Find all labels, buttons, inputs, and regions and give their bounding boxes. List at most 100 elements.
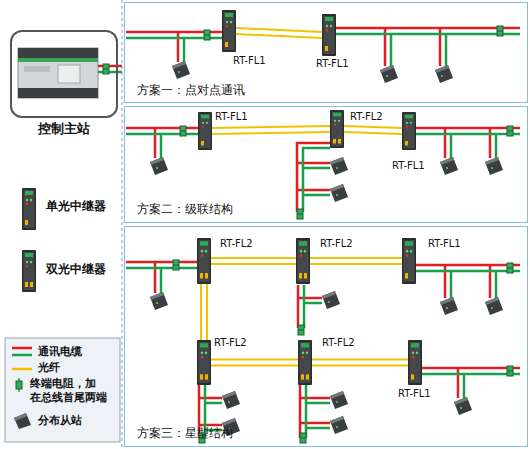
slave-symbol [454,397,472,415]
cable-green [126,268,520,438]
cable-green [126,134,520,212]
resistor-symbol [300,433,306,443]
slave-symbol [330,157,348,175]
repeater-led [406,125,408,127]
legend-sample [12,412,32,430]
repeater-body [197,340,211,385]
slave-body [14,413,31,429]
repeater-icon [296,238,310,284]
repeater-terminal [405,115,413,119]
repeater-icon [198,112,212,150]
resistor-symbol [180,126,186,136]
fiber-connector [344,126,402,134]
fiber-port [405,141,408,146]
repeater-icon [197,340,211,385]
fiber-port [25,220,28,225]
repeater-led [226,25,228,27]
legend-sample-svg [12,346,32,358]
repeater-device: RT-FL1 [198,112,212,150]
fiber-port [205,374,208,379]
repeater-led [338,120,340,122]
cable-red [126,128,520,212]
repeater-face [300,342,311,383]
repeater-terminal [200,241,208,245]
legend-sample-svg [12,366,32,372]
device-label: RT-FL1 [233,55,266,67]
repeater-terminal [225,13,233,17]
legend-text: 双光中继器 [46,262,106,278]
repeater-face [298,240,309,282]
fiber-line [12,368,32,371]
repeater-icon [330,110,344,148]
repeater-body [296,238,310,284]
repeater-device: RT-FL2 [330,110,344,148]
fiber-port [299,273,302,278]
fiber-connector [312,360,408,366]
repeater-face [410,342,421,383]
repeater-face [404,240,415,282]
resistor-symbol [173,260,179,270]
scheme-caption: 方案二：级联结构 [137,203,233,217]
resistor-symbol [298,325,304,335]
fiber-port [304,273,307,278]
repeater-icon [408,340,422,385]
fiber-port [405,273,408,278]
repeater-led [330,25,332,27]
plc-label-area [24,66,50,72]
slave-symbol [150,292,168,310]
resistor-body [16,381,22,389]
repeater-led [412,356,414,359]
scheme-panel: 方案二：级联结构RT-FL1RT-FL2RT-FL1 [124,106,528,223]
fiber-port [333,139,336,144]
repeater-led [300,250,302,253]
resistor-symbol [507,126,513,136]
slave-symbol [322,291,340,309]
fiber-port [25,282,28,287]
master-station-box: 控制主站 [10,30,118,118]
repeater-led [406,122,408,124]
fiber-port [301,374,304,379]
cable-red [12,347,32,350]
repeater-body [22,188,36,230]
repeater-body [197,238,211,284]
repeater-icon [322,14,336,56]
resistor-symbol [507,366,513,376]
device-label: RT-FL2 [320,238,353,250]
device-label: RT-FL1 [316,58,349,70]
scheme-caption: 方案一：点对点通讯 [137,84,245,98]
repeater-terminal [299,241,307,245]
column-separator [122,0,123,449]
slave-symbol [440,157,458,175]
plc-terminal-bottom [18,88,98,98]
legend-sample [14,378,24,392]
repeater-device: RT-FL2 [298,340,312,385]
device-label: RT-FL2 [214,337,247,349]
plc-terminal-top [18,48,98,58]
repeater-body [322,14,336,56]
device-label: RT-FL2 [322,337,355,349]
slave-symbol [435,65,453,83]
repeater-led [334,120,336,122]
repeater-led [202,122,204,124]
repeater-body [402,112,416,150]
repeater-terminal [411,343,419,347]
repeater-body [198,112,212,150]
fiber-port [201,141,204,146]
plc-led-panel [58,65,80,83]
repeater-led [202,125,204,127]
station-label: 控制主站 [10,122,118,137]
plc-body [18,48,98,98]
legend-text: 光纤 [38,361,60,375]
repeater-terminal [201,115,209,119]
fiber-port [338,139,341,144]
repeater-led [26,203,28,205]
cable-green [12,354,32,357]
fiber-port [411,374,414,379]
repeater-led [205,250,207,253]
legend-sample [12,346,32,358]
legend-sample-svg [12,412,32,430]
repeater-device: RT-FL1 [322,14,336,56]
repeater-body [222,10,236,52]
repeater-face [404,114,415,148]
